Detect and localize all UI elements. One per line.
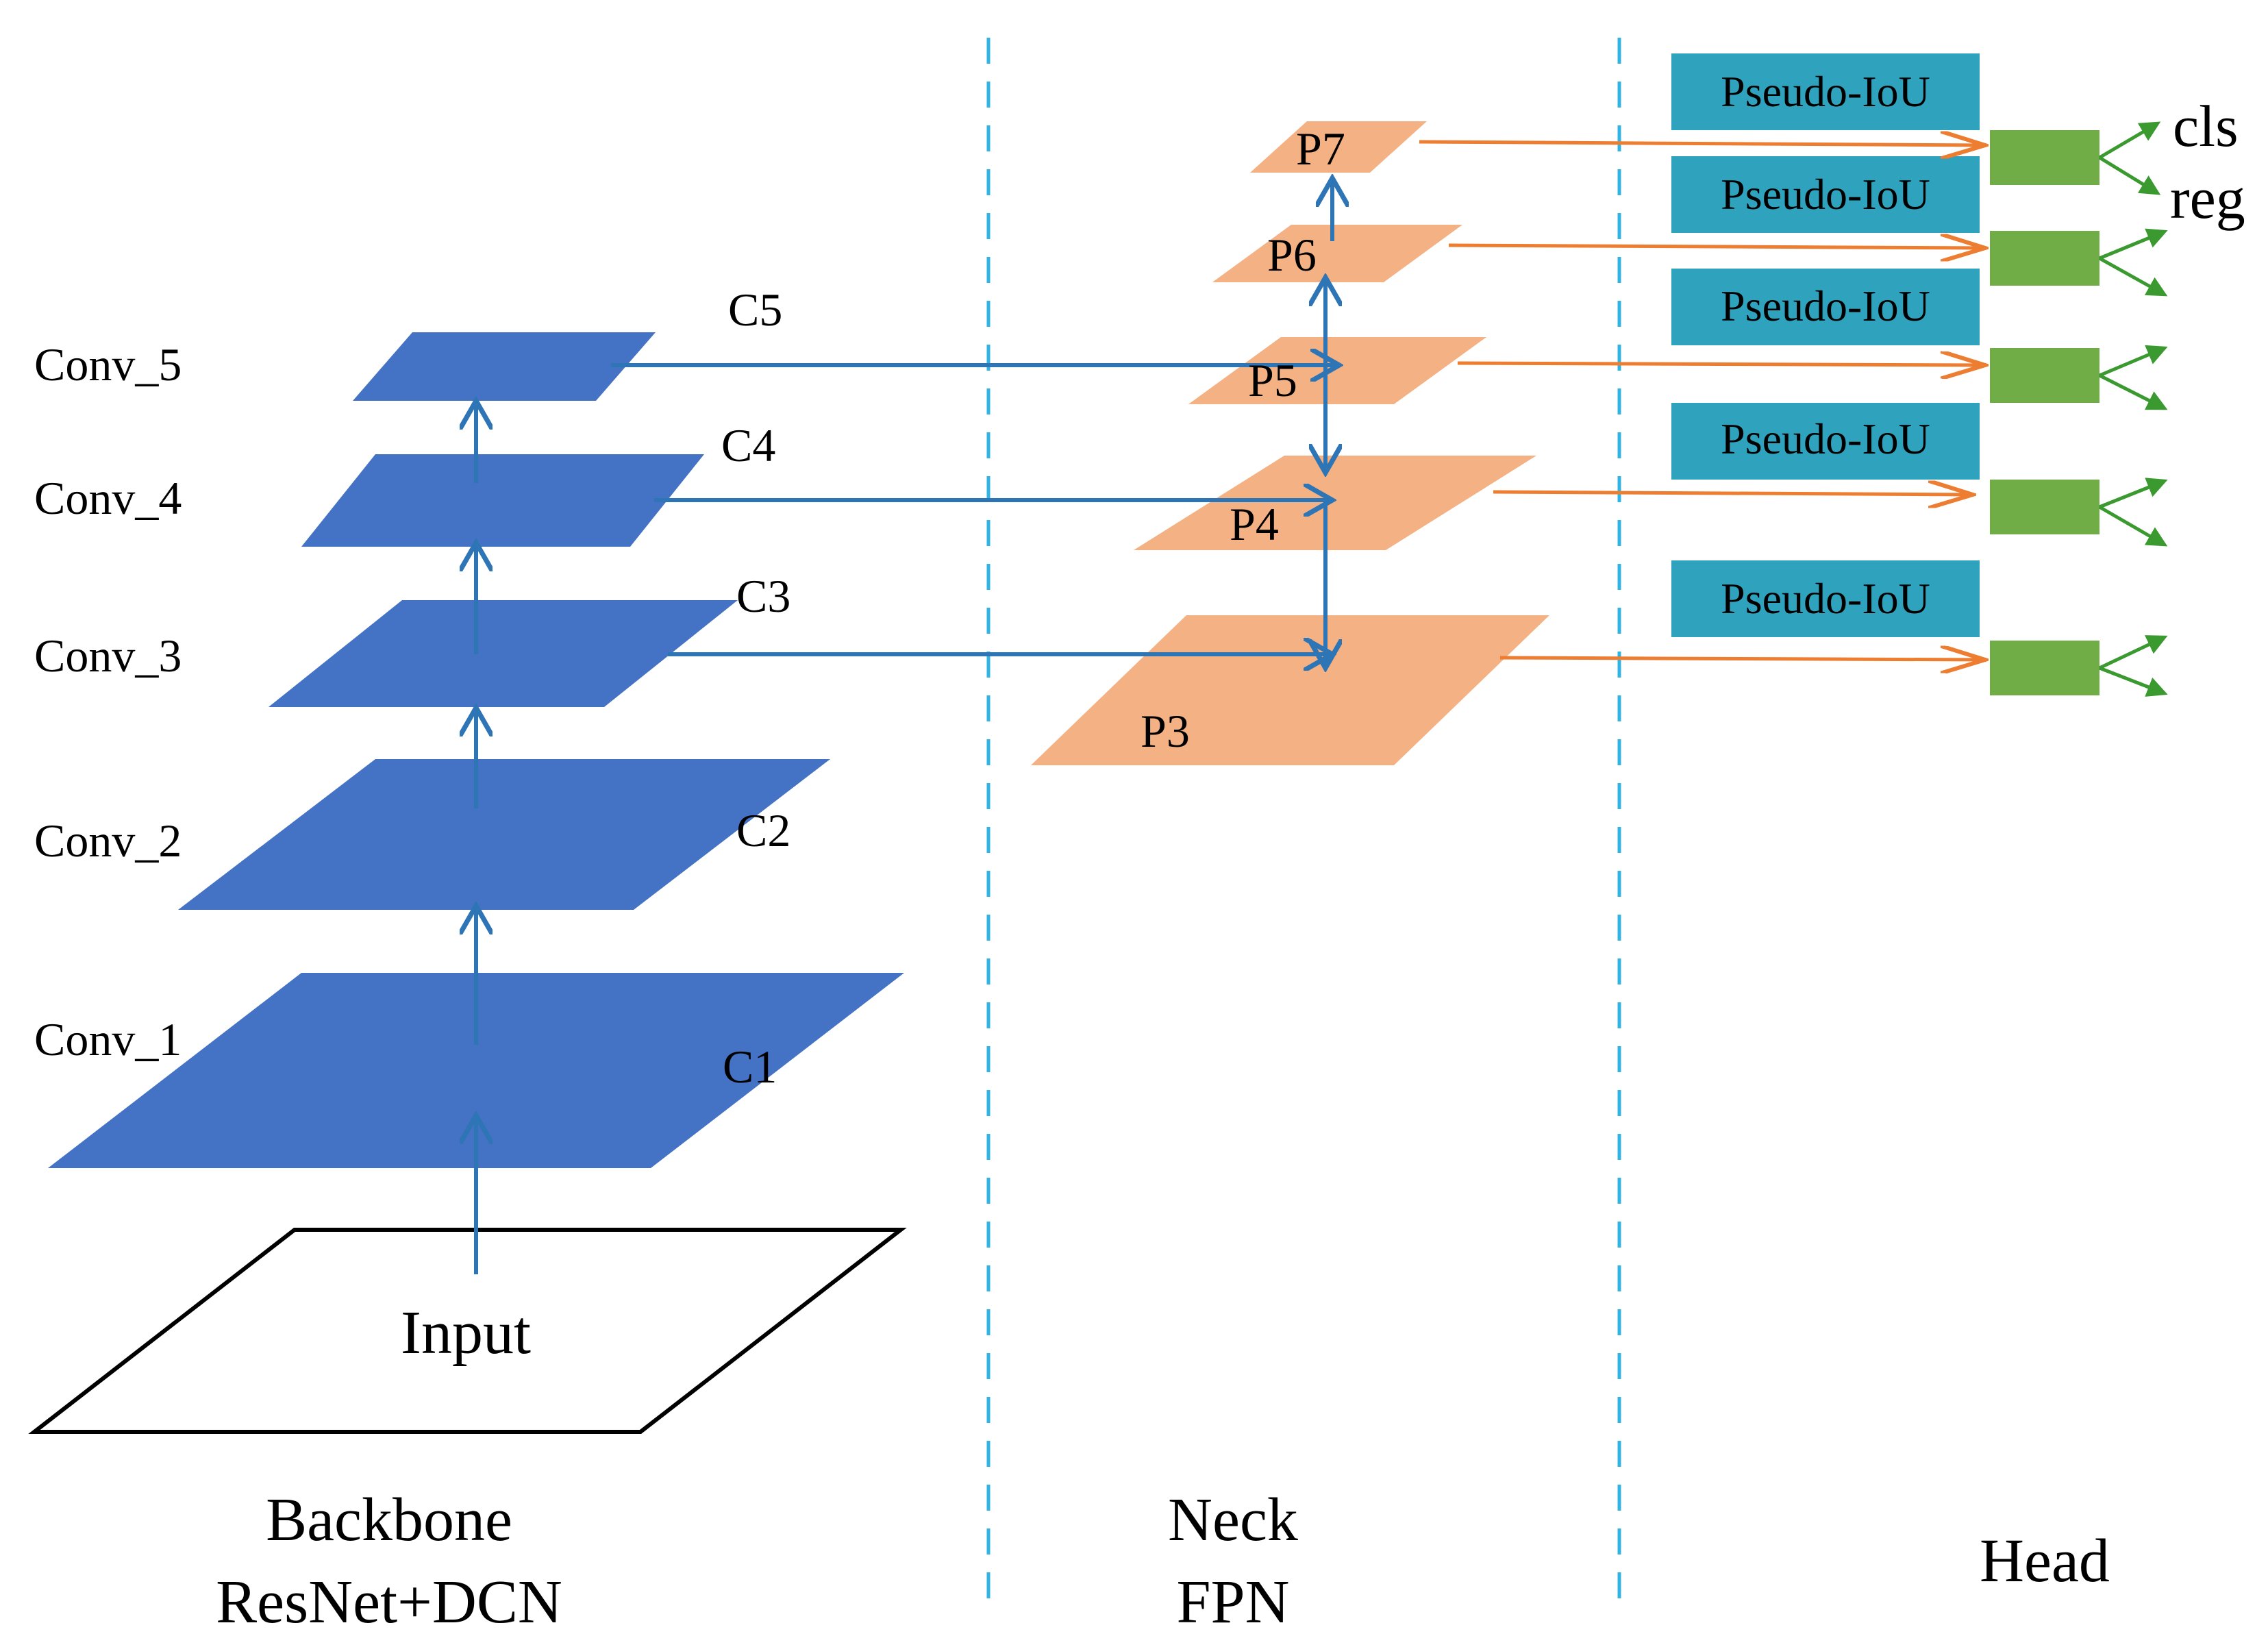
head-branches-p4: [2098, 478, 2168, 547]
c2-label: C2: [736, 804, 790, 856]
head-branches-p7: [2098, 121, 2161, 195]
c1-label: C1: [723, 1041, 777, 1093]
conv2-plane: [178, 759, 830, 910]
input-plane: [28, 1228, 907, 1434]
output-cls-label: cls: [2173, 93, 2239, 159]
arrow-p7-to-head: [1419, 142, 1985, 145]
head-box-p5: [1990, 348, 2099, 403]
input-label: Input: [401, 1299, 531, 1367]
conv1-label: Conv_1: [34, 1013, 182, 1065]
conv3-label: Conv_3: [34, 630, 182, 682]
pseudo-iou-box-p3: [1671, 560, 1980, 637]
pseudo-iou-label-p6: Pseudo-IoU: [1721, 170, 1930, 219]
p5-label: P5: [1248, 354, 1297, 406]
conv5-label: Conv_5: [34, 338, 182, 391]
arrow-p5-to-head: [1457, 363, 1985, 365]
pseudo-iou-box-p5: [1671, 269, 1980, 345]
head-box-p3: [1990, 641, 2099, 695]
conv2-label: Conv_2: [34, 815, 182, 867]
p7-label: P7: [1296, 123, 1345, 175]
head-box-p7: [1990, 130, 2099, 185]
neck-title: Neck: [1168, 1486, 1298, 1554]
pseudo-iou-box-p6: [1671, 156, 1980, 233]
pseudo-iou-label-p7: Pseudo-IoU: [1721, 67, 1930, 116]
backbone-subtitle: ResNet+DCN: [216, 1568, 562, 1636]
head-title: Head: [1980, 1527, 2110, 1595]
head-branches-p3: [2098, 635, 2168, 697]
head-box-p4: [1990, 480, 2099, 534]
p3-label: P3: [1141, 705, 1190, 757]
arrow-p4-to-head: [1493, 492, 1973, 495]
pseudo-iou-label-p4: Pseudo-IoU: [1721, 414, 1930, 463]
pseudo-iou-box-p7: [1671, 53, 1980, 130]
c4-label: C4: [721, 419, 775, 471]
p5-plane: [1188, 337, 1486, 404]
conv4-label: Conv_4: [34, 472, 182, 524]
pseudo-iou-label-p3: Pseudo-IoU: [1721, 574, 1930, 623]
p7-plane: [1250, 121, 1427, 173]
conv1-plane: [48, 973, 904, 1168]
p4-label: P4: [1230, 498, 1279, 550]
c3-label: C3: [736, 570, 790, 622]
pseudo-iou-box-p4: [1671, 403, 1980, 480]
backbone-title: Backbone: [266, 1486, 512, 1554]
neck-subtitle: FPN: [1176, 1568, 1289, 1636]
p3-plane: [1031, 615, 1549, 765]
conv4-plane: [301, 454, 704, 547]
arrow-p3-to-head: [1499, 658, 1985, 660]
p6-plane: [1212, 225, 1462, 282]
p6-label: P6: [1267, 229, 1317, 281]
conv3-plane: [269, 600, 738, 707]
pseudo-iou-label-p5: Pseudo-IoU: [1721, 282, 1930, 330]
head-box-p6: [1990, 231, 2099, 286]
head-branches-p6: [2098, 228, 2168, 297]
output-reg-label: reg: [2170, 165, 2245, 231]
head-branches-p5: [2098, 345, 2168, 410]
c5-label: C5: [728, 284, 782, 336]
arrow-p6-to-head: [1448, 245, 1985, 248]
conv5-plane: [353, 332, 656, 401]
p4-plane: [1134, 456, 1536, 550]
